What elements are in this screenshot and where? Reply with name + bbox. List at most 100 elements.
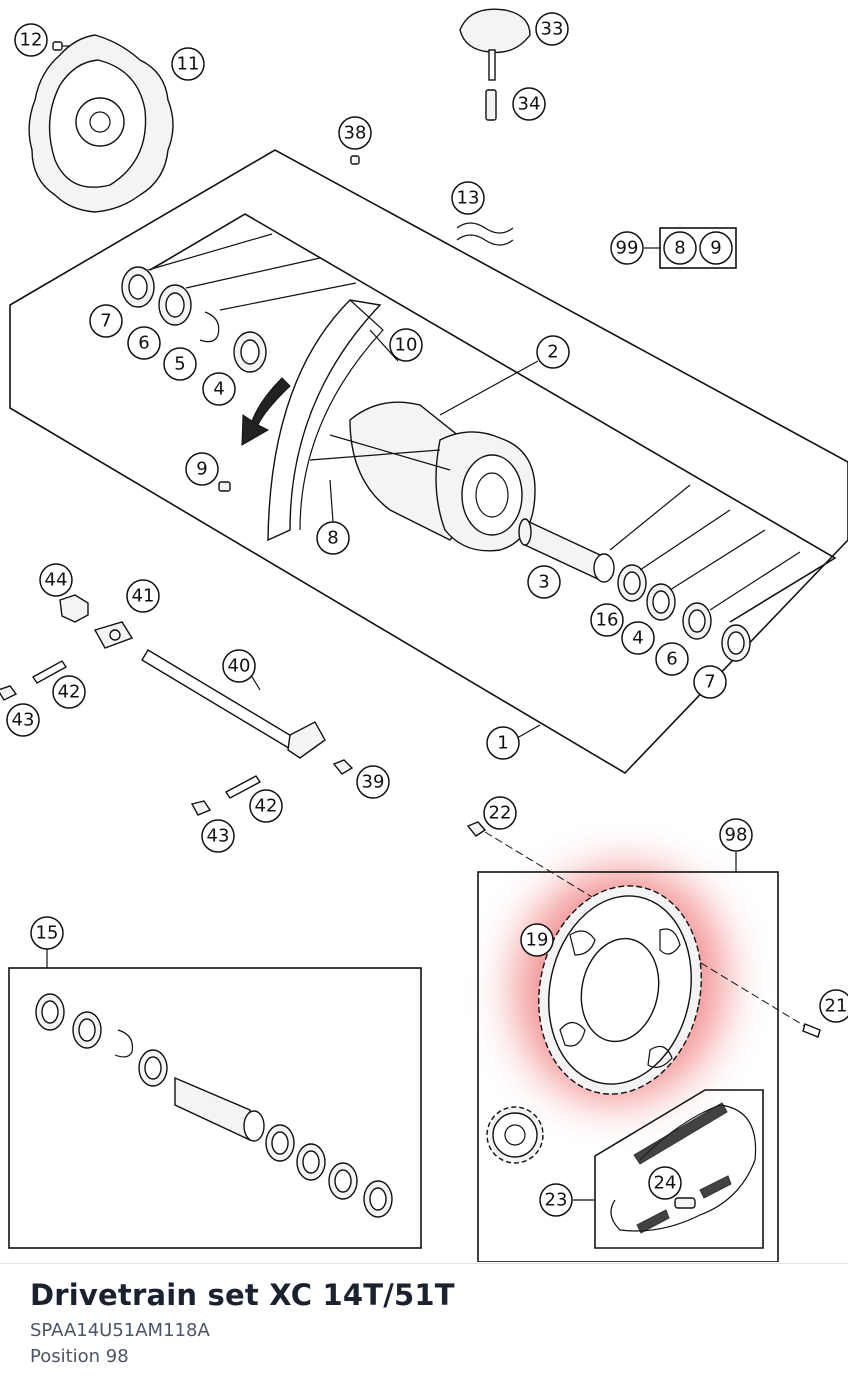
callout-3[interactable]: 3 (527, 565, 561, 599)
callout-38[interactable]: 38 (338, 116, 372, 150)
bearing-kit[interactable] (35, 993, 393, 1218)
callout-13[interactable]: 13 (451, 181, 485, 215)
callout-5[interactable]: 5 (163, 347, 197, 381)
svg-text:16: 16 (596, 610, 619, 631)
callout-43-right[interactable]: 43 (201, 819, 235, 853)
callout-6-right[interactable]: 6 (655, 642, 689, 676)
svg-text:4: 4 (213, 379, 224, 400)
svg-text:11: 11 (177, 54, 200, 75)
adjuster-bolt-right[interactable] (224, 775, 262, 799)
svg-text:23: 23 (545, 1190, 568, 1211)
svg-text:33: 33 (541, 19, 564, 40)
svg-text:9: 9 (196, 459, 207, 480)
svg-text:24: 24 (654, 1173, 677, 1194)
svg-text:22: 22 (489, 803, 512, 824)
adjuster-bolt-left[interactable] (31, 660, 68, 684)
axle-bolt[interactable] (332, 759, 354, 775)
callout-7-right[interactable]: 7 (693, 665, 727, 699)
spoke-lines (147, 233, 357, 311)
svg-text:42: 42 (58, 682, 81, 703)
svg-text:12: 12 (20, 30, 43, 51)
svg-text:1: 1 (497, 733, 508, 754)
callout-40[interactable]: 40 (222, 649, 256, 683)
chain-frame (573, 1089, 764, 1249)
front-sprocket[interactable] (486, 1106, 544, 1164)
svg-text:34: 34 (518, 94, 541, 115)
callout-4-right[interactable]: 4 (621, 621, 655, 655)
rear-axle[interactable] (141, 649, 326, 759)
callout-11[interactable]: 11 (171, 47, 205, 81)
svg-text:8: 8 (674, 238, 685, 259)
callout-43-left[interactable]: 43 (6, 703, 40, 737)
callout-33[interactable]: 33 (535, 12, 569, 46)
callout-8[interactable]: 8 (316, 521, 350, 555)
wheel-assembly-frame (9, 149, 848, 775)
rear-hub[interactable] (309, 401, 536, 552)
svg-text:7: 7 (704, 672, 715, 693)
sprocket-bolt-guide (484, 831, 809, 1029)
callout-98[interactable]: 98 (719, 818, 753, 852)
brake-disc[interactable] (28, 34, 174, 213)
adjuster-nut-left[interactable] (0, 685, 18, 701)
callout-10[interactable]: 10 (389, 328, 423, 362)
callout-7-left[interactable]: 7 (89, 304, 123, 338)
svg-text:6: 6 (666, 649, 677, 670)
axle-nut[interactable] (59, 594, 89, 623)
exploded-parts-diagram: 12 11 33 34 38 13 99 8 9 7 6 5 4 10 2 9 … (0, 8, 848, 1262)
callout-4-left[interactable]: 4 (202, 372, 236, 406)
svg-text:9: 9 (710, 238, 721, 259)
svg-text:10: 10 (395, 335, 418, 356)
callout-2[interactable]: 2 (536, 335, 570, 369)
axle-spacer[interactable] (518, 518, 615, 583)
right-guide-lines (609, 484, 801, 611)
svg-text:43: 43 (12, 710, 35, 731)
rim-tape[interactable] (456, 222, 514, 246)
svg-text:40: 40 (228, 656, 251, 677)
callout-42-right[interactable]: 42 (249, 789, 283, 823)
callout-99-8[interactable]: 8 (663, 231, 697, 265)
svg-text:99: 99 (616, 238, 639, 259)
sprocket-nut[interactable] (466, 821, 487, 837)
callout-19[interactable]: 19 (520, 923, 554, 957)
right-bearing-stack[interactable] (617, 564, 751, 662)
spoke-nipple-small[interactable] (350, 155, 360, 165)
wheel-inner-frame (149, 213, 837, 623)
rear-sprocket[interactable] (520, 871, 720, 1110)
spoke-set-box (644, 227, 737, 269)
callout-99[interactable]: 99 (610, 231, 644, 265)
svg-text:44: 44 (45, 570, 68, 591)
chain-adjuster-left[interactable] (93, 621, 134, 649)
callout-23[interactable]: 23 (539, 1183, 573, 1217)
svg-text:6: 6 (138, 333, 149, 354)
drive-chain[interactable] (610, 1102, 757, 1234)
callout-12[interactable]: 12 (14, 23, 48, 57)
callout-41[interactable]: 41 (126, 579, 160, 613)
rim[interactable] (267, 299, 384, 542)
callout-24[interactable]: 24 (648, 1166, 682, 1200)
svg-text:4: 4 (632, 628, 643, 649)
rotation-arrow (241, 377, 291, 446)
svg-text:98: 98 (725, 825, 748, 846)
callout-15[interactable]: 15 (30, 916, 64, 950)
adjuster-nut-right[interactable] (190, 800, 212, 816)
svg-text:2: 2 (547, 342, 558, 363)
tyre-valve[interactable] (459, 8, 531, 121)
callout-9[interactable]: 9 (185, 452, 219, 486)
callout-6-left[interactable]: 6 (127, 326, 161, 360)
disc-bolt[interactable] (52, 41, 70, 51)
svg-text:5: 5 (174, 354, 185, 375)
callout-21[interactable]: 21 (819, 989, 848, 1023)
callout-99-9[interactable]: 9 (699, 231, 733, 265)
callout-1[interactable]: 1 (486, 726, 520, 760)
callout-44[interactable]: 44 (39, 563, 73, 597)
spoke-nipple[interactable] (218, 481, 231, 492)
callout-34[interactable]: 34 (512, 87, 546, 121)
callout-16[interactable]: 16 (590, 603, 624, 637)
callout-39[interactable]: 39 (356, 765, 390, 799)
drivetrain-set-frame (477, 852, 779, 1262)
callout-22[interactable]: 22 (483, 796, 517, 830)
sprocket-bolt[interactable] (802, 1023, 821, 1038)
left-bearing-stack[interactable] (121, 266, 267, 373)
svg-text:19: 19 (526, 930, 549, 951)
callout-42-left[interactable]: 42 (52, 675, 86, 709)
